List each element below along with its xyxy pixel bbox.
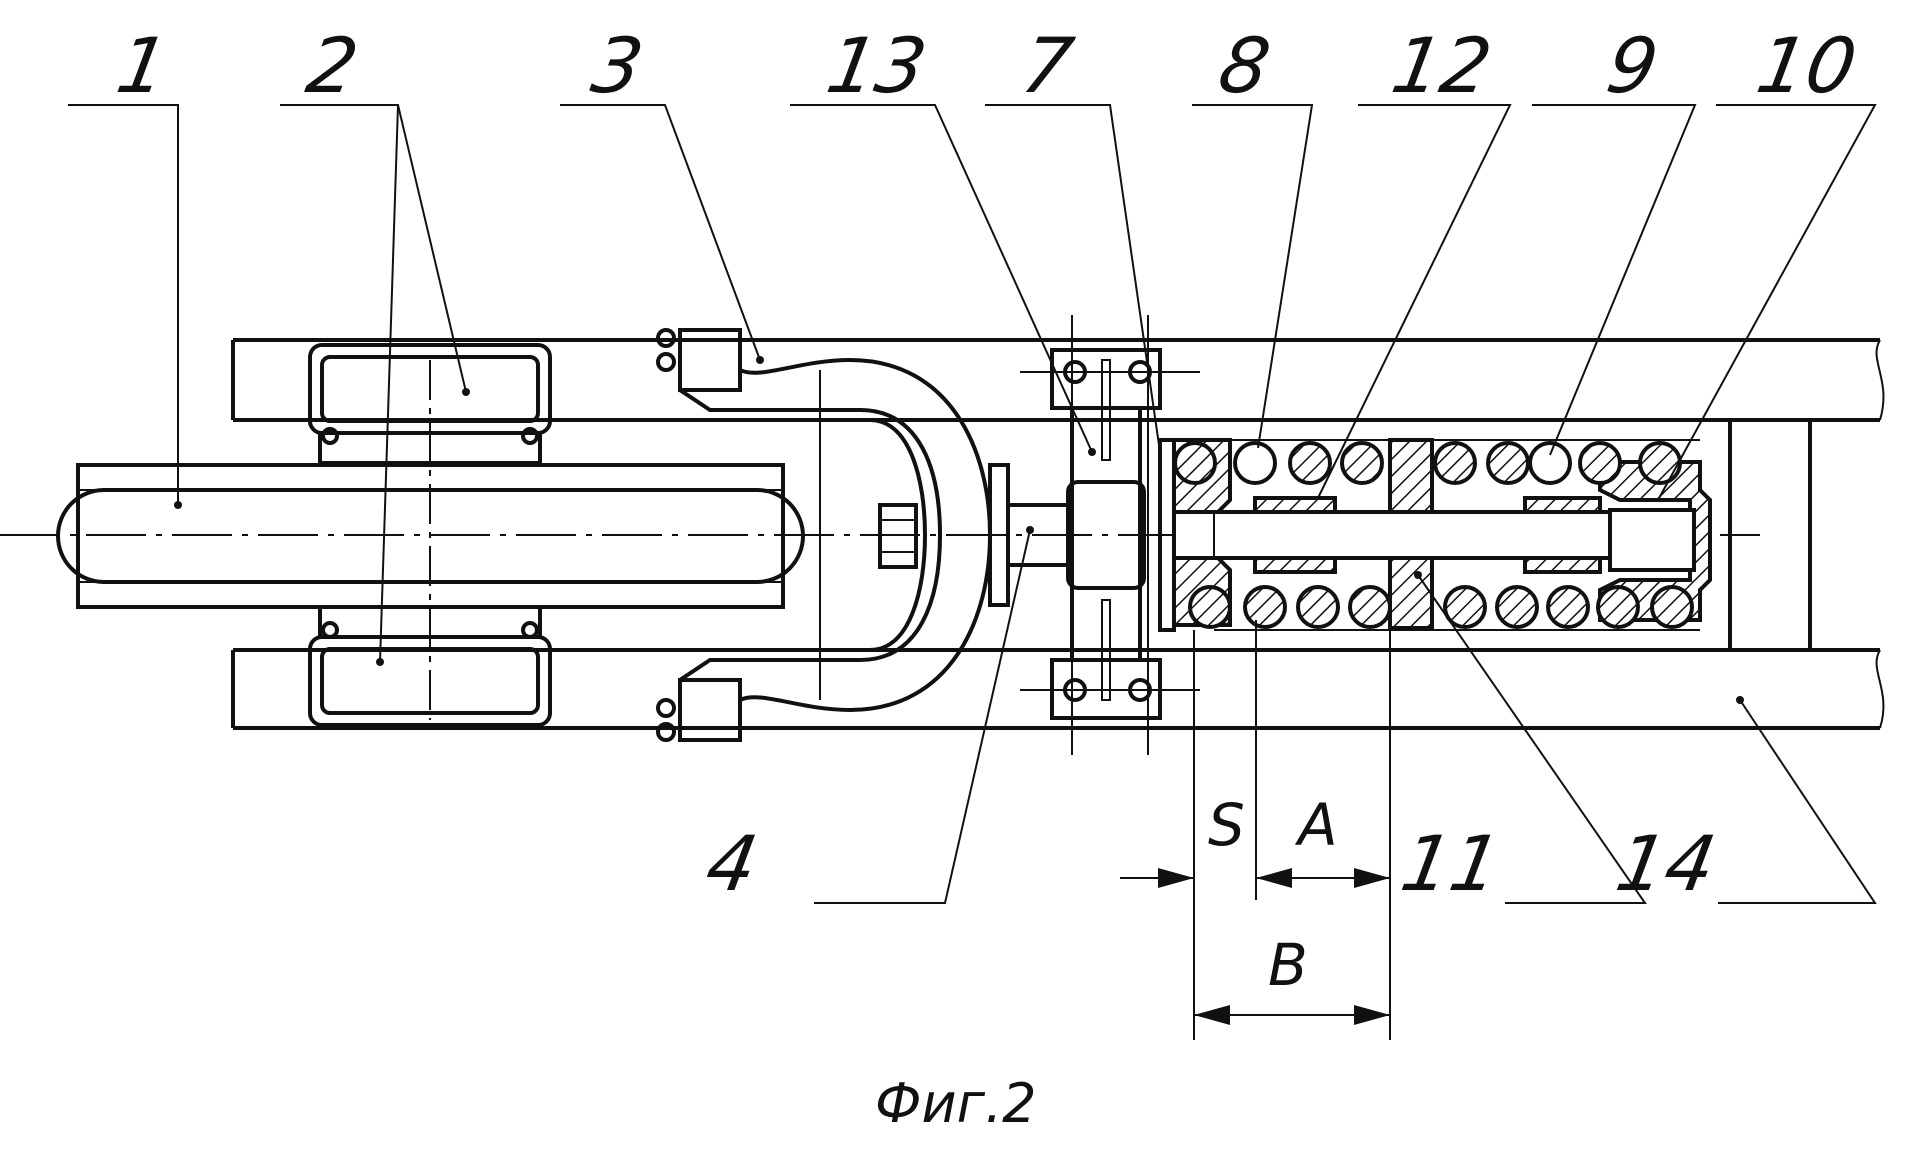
callout-4: 4 [700,821,764,909]
leader-lines [68,104,1877,904]
dimension-s-label: S [1208,791,1245,859]
figure-caption: Фиг.2 [875,1072,1036,1135]
spring-coils-top [1173,441,1682,485]
dimension-b-label: B [1268,931,1308,999]
spring-assembly [1172,438,1712,631]
rollers-2 [308,343,552,727]
callout-11: 11 [1395,821,1507,909]
callout-13: 13 [820,23,932,111]
clamp-13 [1020,315,1200,755]
callout-7: 7 [1015,23,1079,111]
callout-1: 1 [110,23,174,111]
callout-12: 12 [1385,23,1497,111]
callout-2: 2 [300,23,364,111]
callout-3: 3 [585,23,649,111]
dimensions [1120,620,1391,1040]
dimension-labels: S A B [1208,791,1338,999]
callout-10: 10 [1750,23,1862,111]
yoke-3 [656,328,993,742]
callout-14: 14 [1610,821,1722,909]
callout-8: 8 [1212,23,1276,111]
callout-9: 9 [1600,23,1664,111]
dimension-a-label: A [1294,791,1338,859]
spring-coils-bottom [1188,585,1694,629]
